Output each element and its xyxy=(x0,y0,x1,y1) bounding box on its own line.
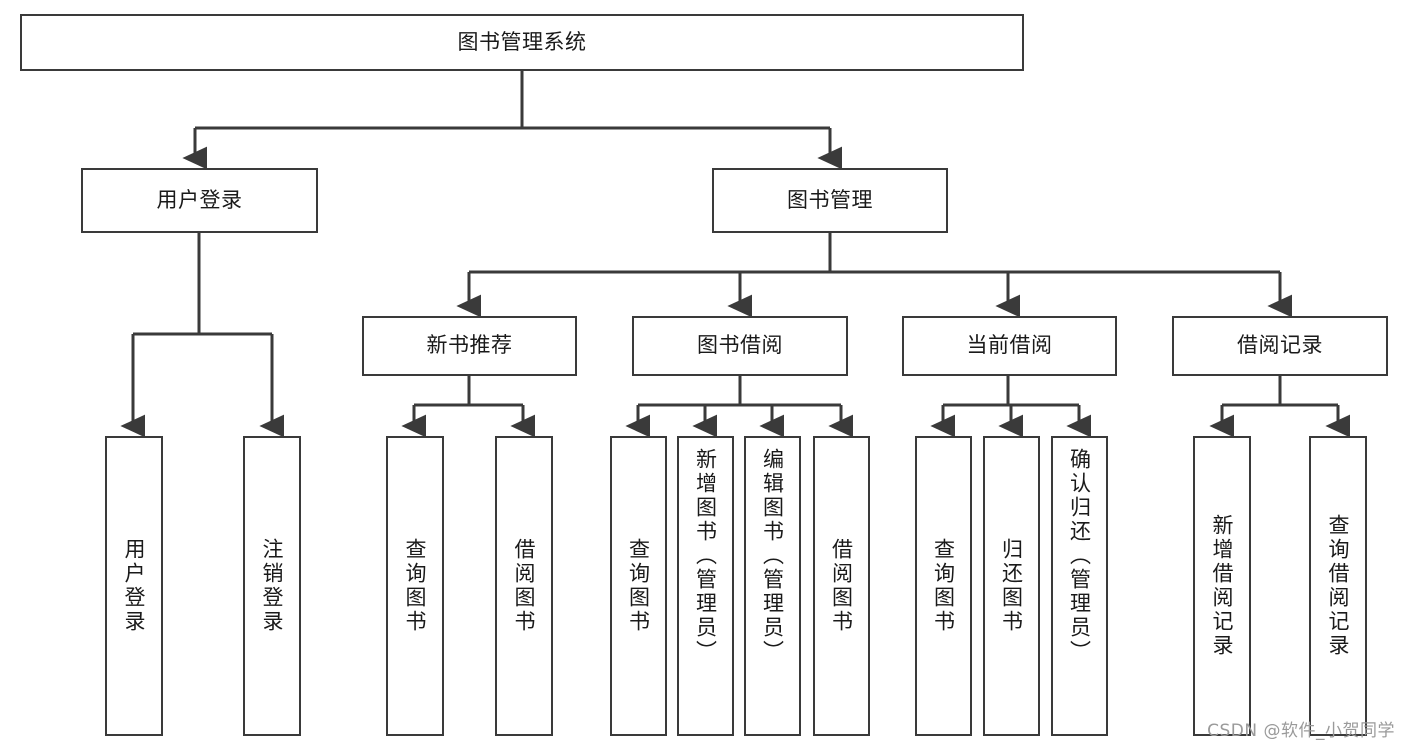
leaf-book-borrow-add-book-admin[interactable]: 新增图书（管理员） xyxy=(677,436,734,736)
node-label: 图书管理系统 xyxy=(457,29,587,54)
leaf-new-book-borrow-book[interactable]: 借阅图书 xyxy=(495,436,553,736)
leaf-new-book-query-book[interactable]: 查询图书 xyxy=(386,436,444,736)
node-book-management[interactable]: 图书管理 xyxy=(712,168,948,233)
leaf-user-login-logout[interactable]: 注销登录 xyxy=(243,436,301,736)
node-label: 用户登录 xyxy=(122,538,147,634)
node-label: 注销登录 xyxy=(260,538,285,634)
node-label: 查询图书 xyxy=(931,538,956,634)
node-label: 图书管理 xyxy=(787,187,873,212)
node-label: 新增图书（管理员） xyxy=(693,448,718,664)
leaf-borrow-record-add-record[interactable]: 新增借阅记录 xyxy=(1193,436,1251,736)
node-label: 用户登录 xyxy=(156,187,243,212)
node-current-borrowing[interactable]: 当前借阅 xyxy=(902,316,1117,376)
node-label: 借阅记录 xyxy=(1237,333,1323,358)
node-label: 借阅图书 xyxy=(829,538,854,634)
node-label: 图书借阅 xyxy=(697,333,783,358)
node-label: 归还图书 xyxy=(999,538,1024,634)
node-label: 查询借阅记录 xyxy=(1326,514,1351,658)
node-label: 当前借阅 xyxy=(966,333,1053,358)
node-label: 查询图书 xyxy=(626,538,651,634)
leaf-book-borrow-query-book[interactable]: 查询图书 xyxy=(610,436,667,736)
node-book-management-system[interactable]: 图书管理系统 xyxy=(20,14,1024,71)
node-label: 借阅图书 xyxy=(512,538,537,634)
node-new-book-recommendation[interactable]: 新书推荐 xyxy=(362,316,577,376)
node-borrowing-record[interactable]: 借阅记录 xyxy=(1172,316,1388,376)
node-label: 新书推荐 xyxy=(426,333,513,358)
leaf-current-borrow-query-book[interactable]: 查询图书 xyxy=(915,436,972,736)
leaf-book-borrow-edit-book-admin[interactable]: 编辑图书（管理员） xyxy=(744,436,801,736)
node-label: 查询图书 xyxy=(403,538,428,634)
leaf-borrow-record-query-record[interactable]: 查询借阅记录 xyxy=(1309,436,1367,736)
node-label: 编辑图书（管理员） xyxy=(760,448,785,664)
node-label: 确认归还（管理员） xyxy=(1067,448,1092,664)
leaf-book-borrow-borrow-book[interactable]: 借阅图书 xyxy=(813,436,870,736)
leaf-current-borrow-return-book[interactable]: 归还图书 xyxy=(983,436,1040,736)
node-book-borrowing[interactable]: 图书借阅 xyxy=(632,316,848,376)
node-label: 新增借阅记录 xyxy=(1210,514,1235,658)
leaf-user-login-login[interactable]: 用户登录 xyxy=(105,436,163,736)
leaf-current-borrow-confirm-return-admin[interactable]: 确认归还（管理员） xyxy=(1051,436,1108,736)
node-user-login[interactable]: 用户登录 xyxy=(81,168,318,233)
